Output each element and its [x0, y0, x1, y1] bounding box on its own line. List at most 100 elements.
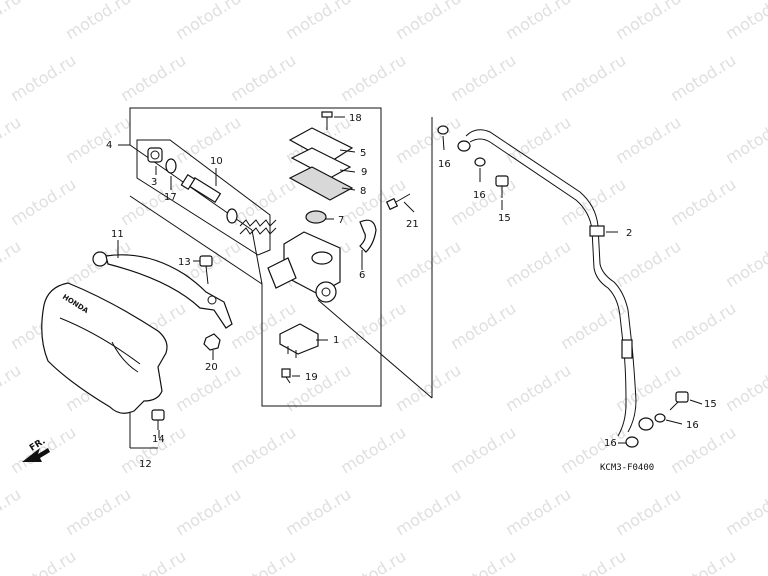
part-sealing-washer[interactable]	[654, 413, 666, 423]
watermark-text: motod.ru	[227, 174, 299, 229]
watermark-text: motod.ru	[557, 174, 629, 229]
watermark-text: motod.ru	[667, 50, 739, 105]
callout-14: 14	[152, 434, 165, 445]
callout-11: 11	[111, 229, 124, 240]
part-screw[interactable]	[321, 111, 333, 130]
callout-15: 15	[704, 399, 717, 410]
callout-18: 18	[349, 113, 362, 124]
watermark-text: motod.ru	[117, 422, 189, 477]
callout-3: 3	[151, 177, 157, 188]
callout-16: 16	[473, 190, 486, 201]
watermark-text: motod.ru	[337, 546, 409, 576]
part-brake-switch[interactable]	[279, 323, 319, 358]
callout-13: 13	[178, 257, 191, 268]
part-diaphragm[interactable]	[288, 166, 354, 201]
watermark-text: motod.ru	[62, 484, 134, 539]
callout-16: 16	[686, 420, 699, 431]
part-spring[interactable]	[239, 219, 277, 235]
watermark-text: motod.ru	[392, 484, 464, 539]
part-washer[interactable]	[165, 158, 177, 174]
part-cover[interactable]	[305, 210, 327, 224]
watermark-text: motod.ru	[502, 236, 574, 291]
callout-7: 7	[338, 215, 344, 226]
watermark-text: motod.ru	[282, 484, 354, 539]
part-sealing-washer[interactable]	[625, 436, 639, 448]
callout-12: 12	[139, 459, 152, 470]
callout-10: 10	[210, 156, 223, 167]
part-banjo-upper[interactable]	[457, 140, 471, 152]
watermark-text: motod.ru	[667, 422, 739, 477]
watermark-text: motod.ru	[502, 112, 574, 167]
watermark-text: motod.ru	[0, 236, 24, 291]
watermark-text: motod.ru	[0, 112, 24, 167]
watermark-text: motod.ru	[0, 0, 24, 43]
part-hand-guard[interactable]	[41, 282, 168, 414]
callout-numbers: 1234567891011121314151516161616171819202…	[106, 113, 717, 470]
callout-9: 9	[361, 167, 367, 178]
watermark-text: motod.ru	[447, 50, 519, 105]
watermark-text: motod.ru	[62, 112, 134, 167]
watermark-text: motod.ru	[7, 174, 79, 229]
watermark-text: motod.ru	[612, 0, 684, 43]
callout-8: 8	[360, 186, 366, 197]
part-master-cylinder[interactable]	[267, 231, 341, 303]
part-bolt[interactable]	[385, 193, 411, 211]
part-brake-hose[interactable]	[465, 129, 637, 437]
callout-5: 5	[360, 148, 366, 159]
part-guard-bolt[interactable]	[151, 409, 165, 430]
watermark-text: motod.ru	[502, 484, 574, 539]
watermark-text: motod.ru	[557, 546, 629, 576]
watermark-text: motod.ru	[117, 546, 189, 576]
diagram-code: KCM3-F0400	[600, 463, 654, 473]
watermark-text: motod.ru	[172, 0, 244, 43]
callout-1: 1	[333, 335, 339, 346]
part-lever-nut[interactable]	[203, 333, 221, 351]
part-pivot-bolt[interactable]	[199, 255, 213, 285]
callout-2: 2	[626, 228, 632, 239]
watermark-text: motod.ru	[172, 112, 244, 167]
part-sealing-washer[interactable]	[437, 125, 449, 135]
part-sealing-washer[interactable]	[474, 157, 486, 167]
part-oil-bolt-upper[interactable]	[495, 175, 509, 198]
watermark-text: motod.ru	[612, 484, 684, 539]
callout-16: 16	[604, 438, 617, 449]
watermark-text: motod.ru	[117, 50, 189, 105]
part-holder[interactable]	[359, 219, 377, 253]
watermark-text: motod.ru	[337, 422, 409, 477]
part-nut[interactable]	[147, 147, 163, 163]
part-seal[interactable]	[226, 208, 238, 224]
callout-19: 19	[305, 372, 318, 383]
part-piston[interactable]	[180, 173, 222, 204]
callout-4: 4	[106, 140, 112, 151]
cylinder-parts-box	[136, 139, 271, 256]
watermark-text: motod.ru	[227, 546, 299, 576]
watermark-text: motod.ru	[722, 112, 768, 167]
watermark-text: motod.ru	[7, 546, 79, 576]
watermark-text: motod.ru	[62, 0, 134, 43]
watermark-text: motod.ru	[612, 112, 684, 167]
watermark-text: motod.ru	[0, 484, 24, 539]
part-oil-bolt-lower[interactable]	[669, 391, 689, 411]
callout-20: 20	[205, 362, 218, 373]
watermark-text: motod.ru	[447, 422, 519, 477]
watermark-text: motod.ru	[7, 422, 79, 477]
watermark-text: motod.ru	[667, 298, 739, 353]
watermark-text: motod.ru	[612, 236, 684, 291]
watermark-text: motod.ru	[337, 50, 409, 105]
guide-line	[317, 299, 433, 399]
watermark-text: motod.ru	[447, 298, 519, 353]
callout-21: 21	[406, 219, 419, 230]
watermark-text: motod.ru	[667, 546, 739, 576]
watermark-text: motod.ru	[392, 360, 464, 415]
watermark-text: motod.ru	[392, 112, 464, 167]
watermark-text: motod.ru	[392, 236, 464, 291]
watermark-text: motod.ru	[172, 484, 244, 539]
callout-16: 16	[438, 159, 451, 170]
front-arrow-icon	[22, 448, 50, 462]
part-brake-lever[interactable]	[92, 251, 233, 329]
part-switch-screw[interactable]	[281, 368, 291, 384]
leader-lines	[117, 116, 703, 444]
part-banjo-lower[interactable]	[638, 417, 654, 431]
